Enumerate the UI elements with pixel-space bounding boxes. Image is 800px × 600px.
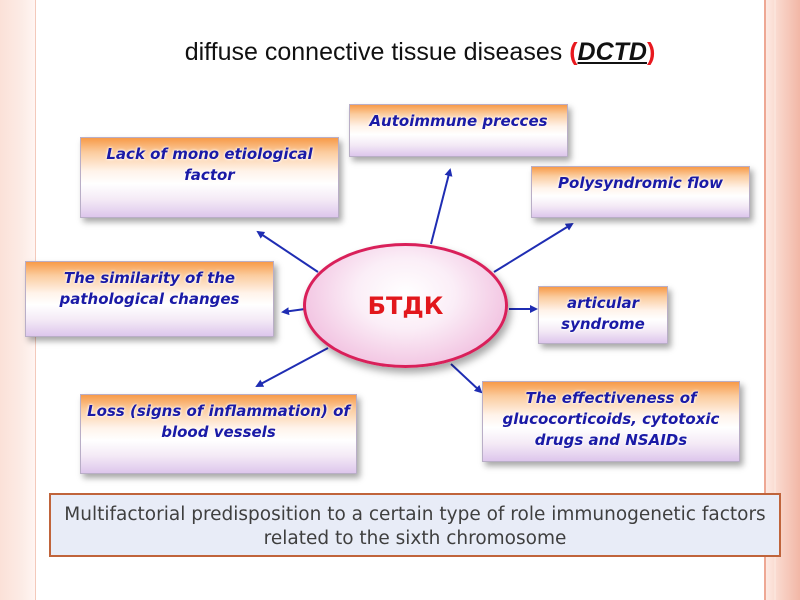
title-abbreviation: DCTD [577,38,647,66]
box-articular-label: articular syndrome [561,294,645,333]
box-autoimmune: Autoimmune precces [349,104,568,157]
box-loss-signs-label: Loss (signs of inflammation) of blood ve… [87,402,350,441]
footer-text: Multifactorial predisposition to a certa… [64,504,766,549]
box-polysyndromic: Polysyndromic flow [531,166,750,218]
box-articular: articular syndrome [538,286,668,344]
title-paren-open: ( [569,38,578,66]
center-label: БТДК [367,291,444,320]
title-paren-close: ) [646,38,656,66]
arrow-to-similarity [281,307,306,316]
arrow-to-polysyndromic [493,222,574,273]
box-effectiveness: The effectiveness of glucocorticoids, cy… [482,381,740,462]
box-polysyndromic-label: Polysyndromic flow [558,174,723,192]
box-loss-signs: Loss (signs of inflammation) of blood ve… [80,394,357,474]
box-autoimmune-label: Autoimmune precces [369,112,548,130]
arrow-to-effectiveness [450,363,483,394]
slide-title: diffuse connective tissue diseases (DCTD… [0,38,800,67]
box-lack-mono-label: Lack of mono etiological factor [106,145,313,184]
title-text: diffuse connective tissue diseases [184,38,570,66]
footer-box: Multifactorial predisposition to a certa… [49,493,781,557]
center-ellipse: БТДК [303,243,508,368]
box-lack-mono: Lack of mono etiological factor [80,137,339,218]
box-effectiveness-label: The effectiveness of glucocorticoids, cy… [502,389,720,449]
box-similarity: The similarity of the pathological chang… [25,261,274,337]
arrow-to-autoimmune [430,168,453,245]
arrow-to-lack-mono [256,230,319,273]
box-similarity-label: The similarity of the pathological chang… [59,269,240,308]
arrow-to-loss-signs [255,347,329,387]
